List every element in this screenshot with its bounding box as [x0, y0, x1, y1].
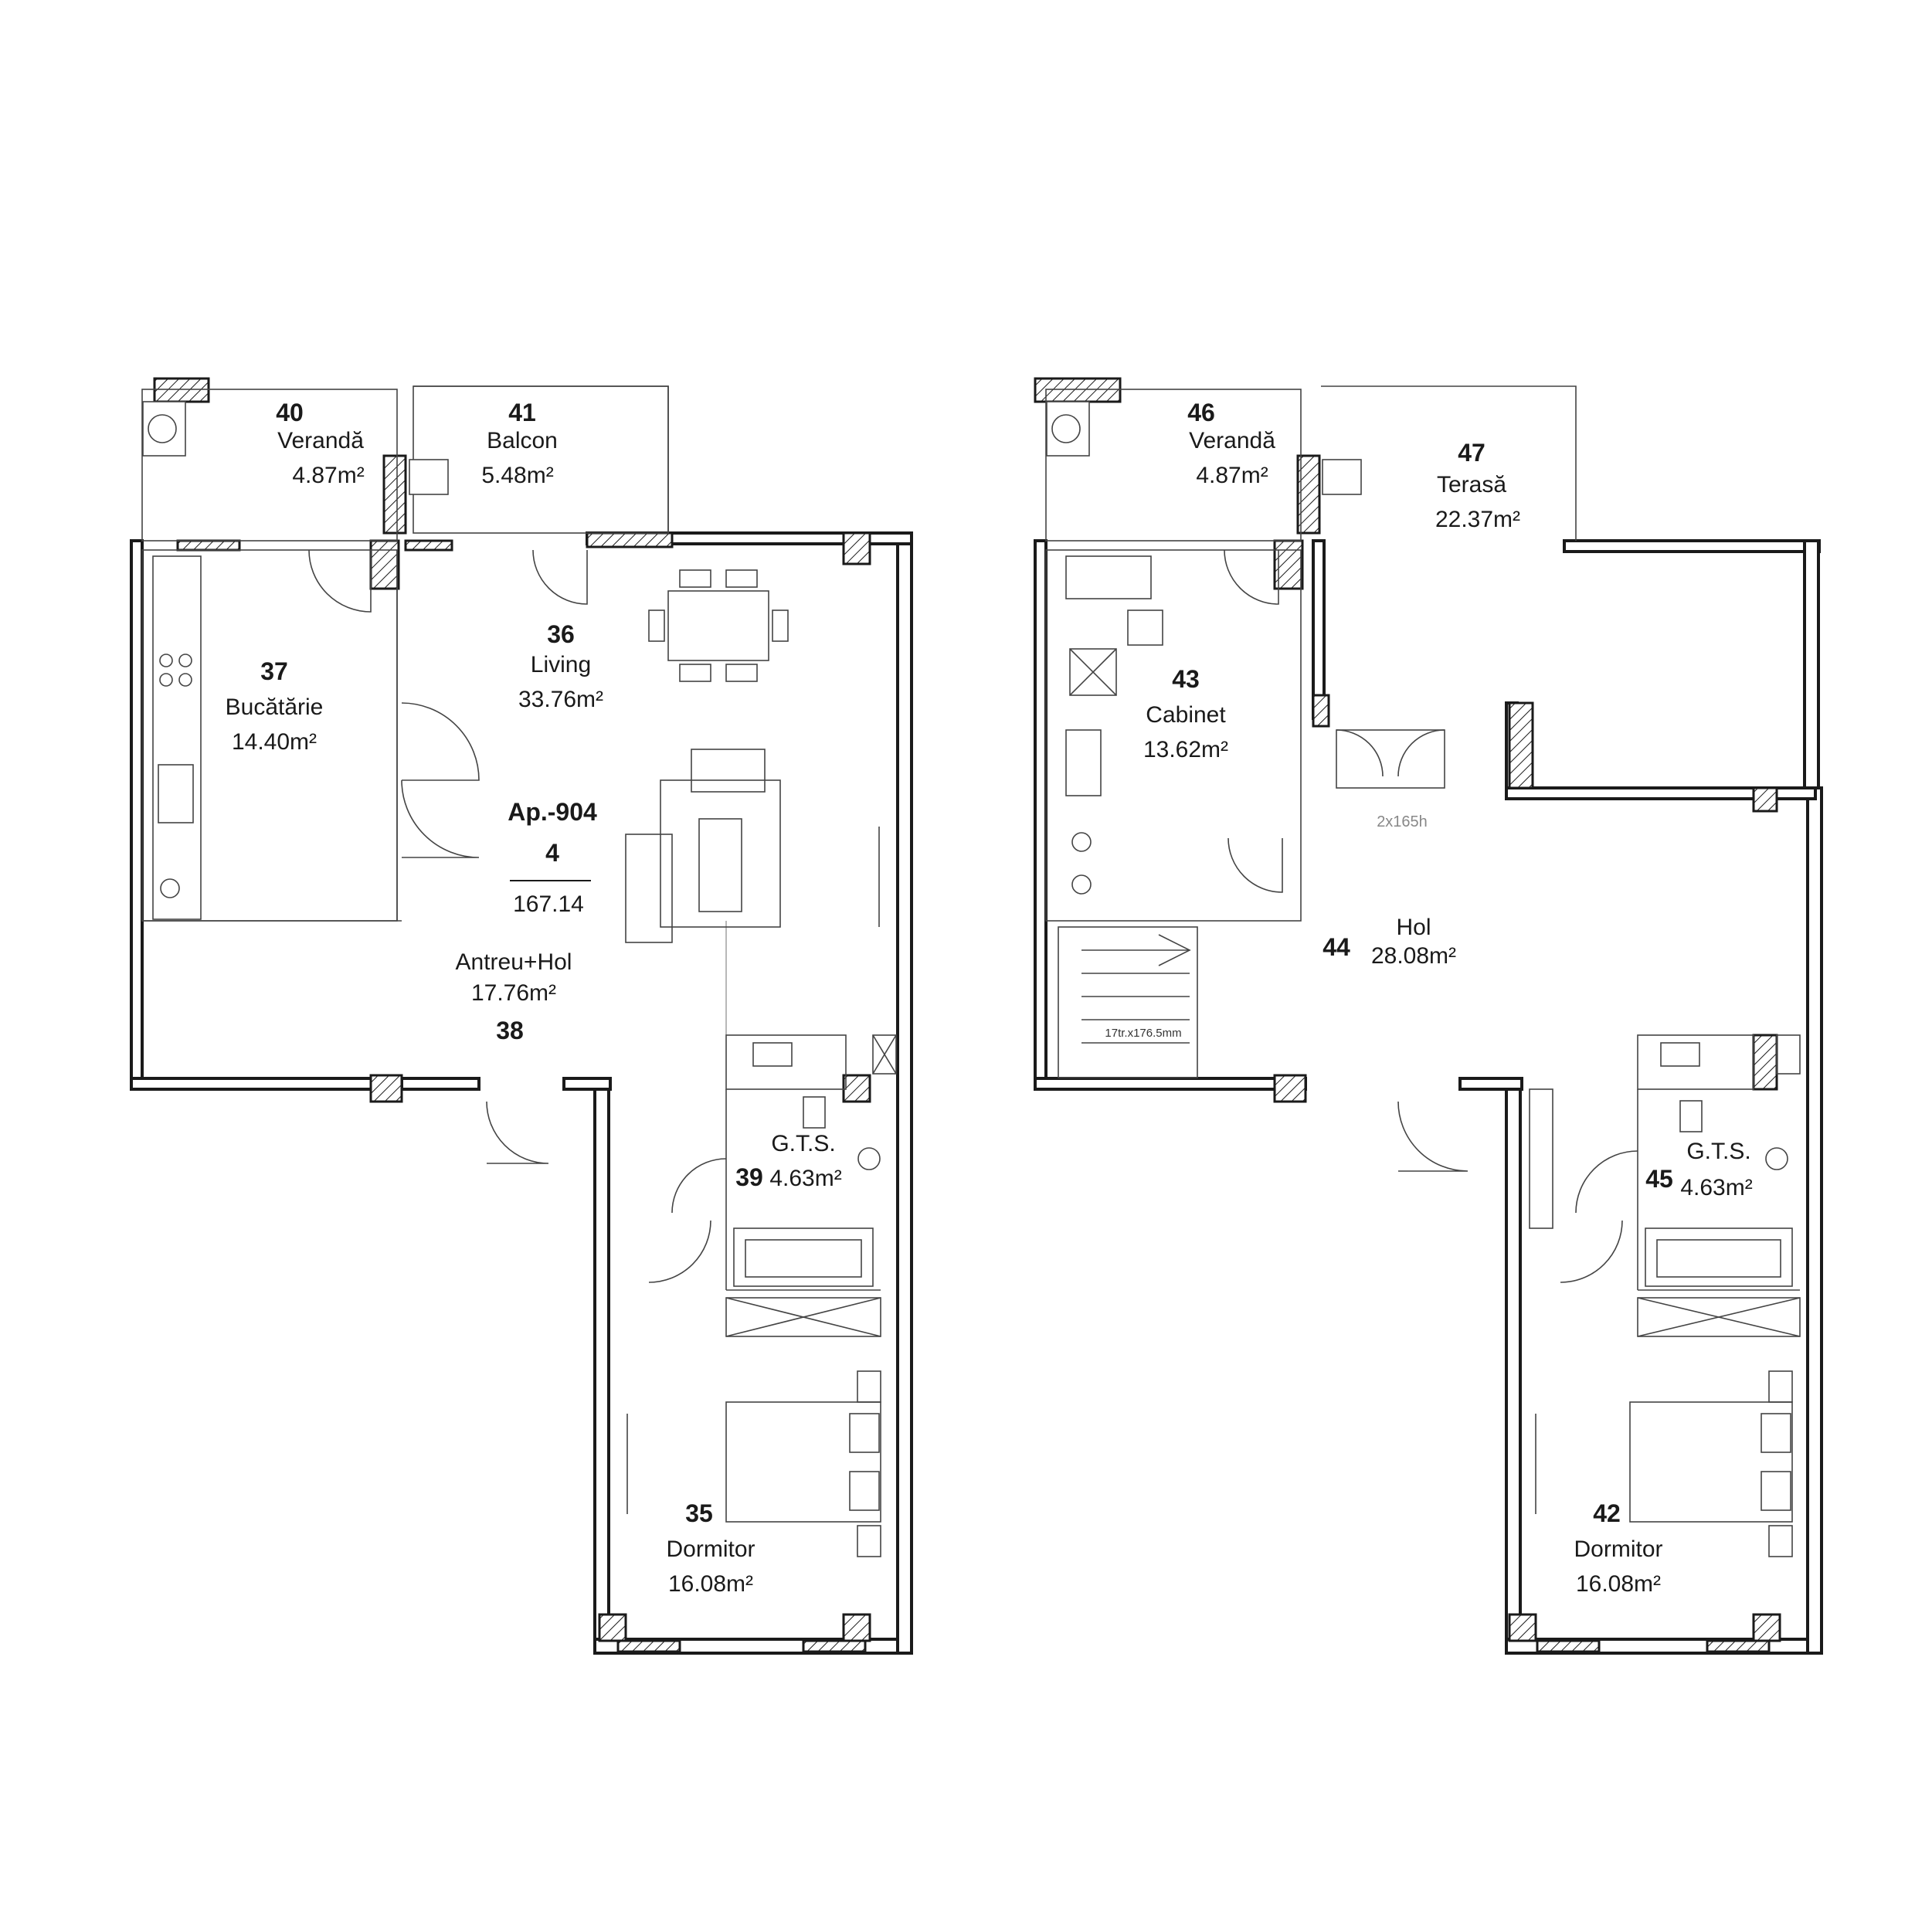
room-number: 37 — [260, 657, 288, 685]
room-number: 36 — [547, 620, 575, 648]
room-area: 4.63m² — [1680, 1175, 1752, 1200]
apartment-total-area: 167.14 — [513, 891, 584, 917]
room-number: 47 — [1458, 439, 1486, 467]
room-37-label: 37 Bucătărie 14.40m² — [226, 657, 324, 755]
room-number: 44 — [1323, 933, 1350, 961]
room-area: 5.48m² — [481, 463, 553, 488]
room-name: G.T.S. — [771, 1131, 835, 1156]
stair-note: 17tr.x176.5mm — [1105, 1027, 1181, 1040]
apartment-rooms: 4 — [545, 839, 559, 867]
room-number: 39 — [735, 1163, 763, 1191]
room-number: 45 — [1645, 1165, 1673, 1193]
room-area: 17.76m² — [471, 980, 556, 1006]
room-name: Verandă — [1189, 428, 1275, 453]
room-40-label: 40 Verandă 4.87m² — [276, 399, 364, 488]
room-name: Antreu+Hol — [456, 949, 572, 975]
floor-2-plan — [1034, 377, 1823, 1655]
room-43-label: 43 Cabinet 13.62m² — [1143, 665, 1228, 762]
room-name: Hol — [1396, 915, 1431, 940]
room-name: Terasă — [1437, 472, 1506, 497]
room-area: 13.62m² — [1143, 737, 1228, 762]
room-area: 16.08m² — [668, 1571, 753, 1597]
room-area: 22.37m² — [1435, 507, 1520, 532]
room-area: 4.87m² — [292, 463, 364, 488]
room-name: Living — [531, 652, 591, 677]
room-number: 46 — [1187, 399, 1215, 426]
room-number: 43 — [1172, 665, 1200, 693]
room-name: Bucătărie — [226, 694, 324, 720]
room-name: Dormitor — [666, 1536, 755, 1562]
room-47-label: 47 Terasă 22.37m² — [1435, 439, 1520, 532]
room-35-label: 35 Dormitor 16.08m² — [666, 1499, 755, 1597]
room-area: 14.40m² — [232, 729, 317, 755]
apartment-code: Ap.-904 — [508, 798, 597, 826]
room-area: 16.08m² — [1576, 1571, 1661, 1597]
room-area: 33.76m² — [518, 687, 603, 712]
room-number: 41 — [508, 399, 536, 426]
room-number: 35 — [685, 1499, 713, 1527]
room-name: Verandă — [277, 428, 364, 453]
floor-1-plan — [130, 377, 913, 1655]
room-number: 42 — [1593, 1499, 1621, 1527]
room-name: Cabinet — [1146, 702, 1226, 728]
room-area: 4.87m² — [1196, 463, 1268, 488]
room-name: G.T.S. — [1686, 1139, 1750, 1164]
room-39-label: G.T.S. 39 4.63m² — [735, 1131, 841, 1191]
room-45-label: G.T.S. 45 4.63m² — [1645, 1139, 1752, 1200]
room-area: 28.08m² — [1371, 943, 1456, 969]
apartment-summary: Ap.-904 4 167.14 — [508, 798, 597, 917]
room-36-label: 36 Living 33.76m² — [518, 620, 603, 712]
room-38-label: Antreu+Hol 17.76m² 38 — [456, 949, 572, 1044]
room-number: 40 — [276, 399, 304, 426]
room-41-label: 41 Balcon 5.48m² — [481, 399, 558, 488]
room-42-label: 42 Dormitor 16.08m² — [1574, 1499, 1662, 1597]
room-44-label: Hol 44 28.08m² — [1323, 915, 1456, 969]
room-46-label: 46 Verandă 4.87m² — [1187, 399, 1275, 488]
room-number: 38 — [496, 1017, 524, 1044]
room-area: 4.63m² — [769, 1166, 841, 1191]
door-size-note: 2x165h — [1377, 813, 1428, 830]
room-name: Balcon — [487, 428, 558, 453]
room-name: Dormitor — [1574, 1536, 1662, 1562]
